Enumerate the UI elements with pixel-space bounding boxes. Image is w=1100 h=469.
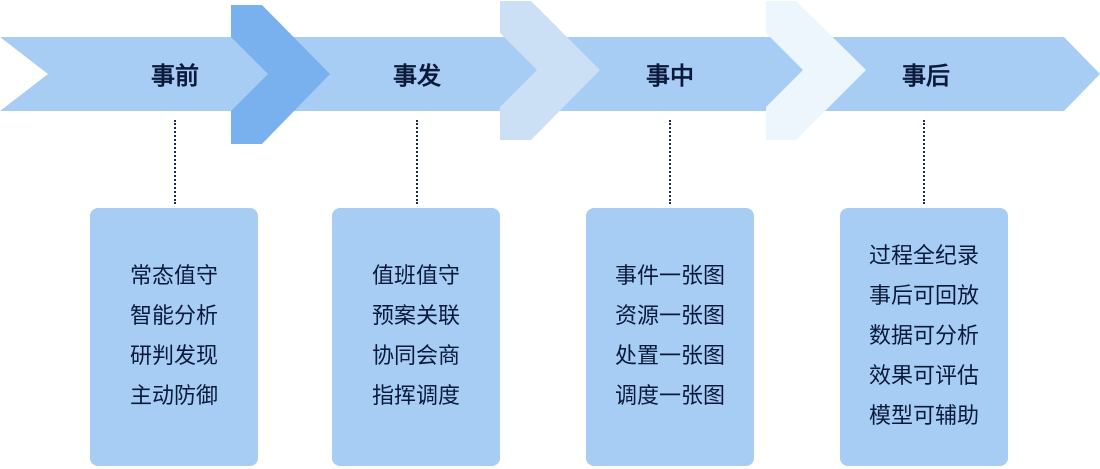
stage-card-onset: 值班值守 预案关联 协同会商 指挥调度 xyxy=(332,208,500,466)
card-item: 调度一张图 xyxy=(614,384,725,409)
connector-during xyxy=(669,120,671,204)
stage-card-after: 过程全纪录 事后可回放 数据可分析 效果可评估 模型可辅助 xyxy=(840,208,1008,466)
stage-title-onset: 事发 xyxy=(393,62,441,90)
card-item: 研判发现 xyxy=(129,344,218,369)
card-item: 主动防御 xyxy=(129,384,218,409)
stage-title-after: 事后 xyxy=(902,62,950,90)
card-item: 值班值守 xyxy=(371,264,460,289)
card-item: 常态值守 xyxy=(129,264,218,289)
card-item: 事件一张图 xyxy=(614,264,725,289)
card-item: 效果可评估 xyxy=(868,364,979,389)
stage-title-during: 事中 xyxy=(646,62,694,90)
stage-title-before: 事前 xyxy=(151,62,199,90)
card-item: 指挥调度 xyxy=(371,384,460,409)
connector-onset xyxy=(416,120,418,204)
stage-band-after xyxy=(818,37,1100,111)
card-item: 资源一张图 xyxy=(614,304,725,329)
card-item: 处置一张图 xyxy=(614,344,725,369)
card-item: 事后可回放 xyxy=(868,284,979,309)
connector-before xyxy=(174,120,176,204)
chevron-separator-3 xyxy=(766,1,866,140)
stage-band-onset xyxy=(274,37,569,111)
connector-after xyxy=(923,120,925,204)
stage-card-during: 事件一张图 资源一张图 处置一张图 调度一张图 xyxy=(586,208,754,466)
card-item: 过程全纪录 xyxy=(868,244,979,269)
stage-band-before xyxy=(0,37,299,111)
card-item: 数据可分析 xyxy=(868,324,979,349)
card-item: 协同会商 xyxy=(371,344,460,369)
card-item: 预案关联 xyxy=(371,304,460,329)
card-item: 智能分析 xyxy=(129,304,218,329)
stage-card-before: 常态值守 智能分析 研判发现 主动防御 xyxy=(90,208,258,466)
chevron-separator-2 xyxy=(500,1,600,140)
card-item: 模型可辅助 xyxy=(868,404,979,429)
stage-band-during xyxy=(544,37,828,111)
chevron-separator-1 xyxy=(231,5,330,144)
